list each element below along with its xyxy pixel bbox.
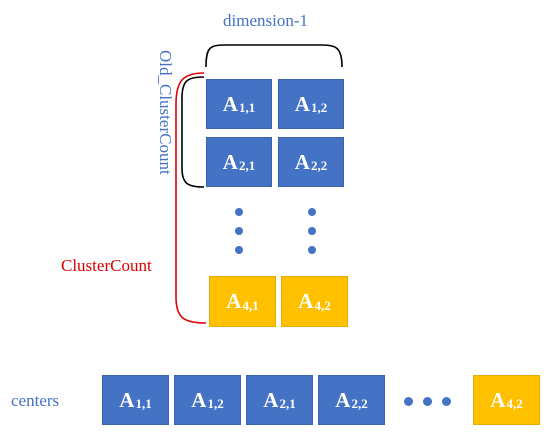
- ellipsis-dot: [235, 227, 243, 235]
- dimension-label: dimension-1: [223, 11, 308, 30]
- ellipsis-dot: [423, 397, 432, 406]
- old-cluster-count-bracket: [181, 76, 205, 188]
- ellipsis-dot: [442, 397, 451, 406]
- cluster-count-bracket: [175, 72, 207, 324]
- cluster-count-label: ClusterCount: [61, 256, 152, 275]
- centers-label: centers: [11, 391, 60, 410]
- ellipsis-dot: [308, 227, 316, 235]
- ellipsis-dot: [308, 246, 316, 254]
- dimension-brace: [205, 44, 343, 68]
- ellipsis-dot: [308, 208, 316, 216]
- old-cluster-count-label: Old_ClusterCount: [156, 50, 175, 175]
- ellipsis-dot: [404, 397, 413, 406]
- ellipsis-dot: [235, 246, 243, 254]
- ellipsis-dot: [235, 208, 243, 216]
